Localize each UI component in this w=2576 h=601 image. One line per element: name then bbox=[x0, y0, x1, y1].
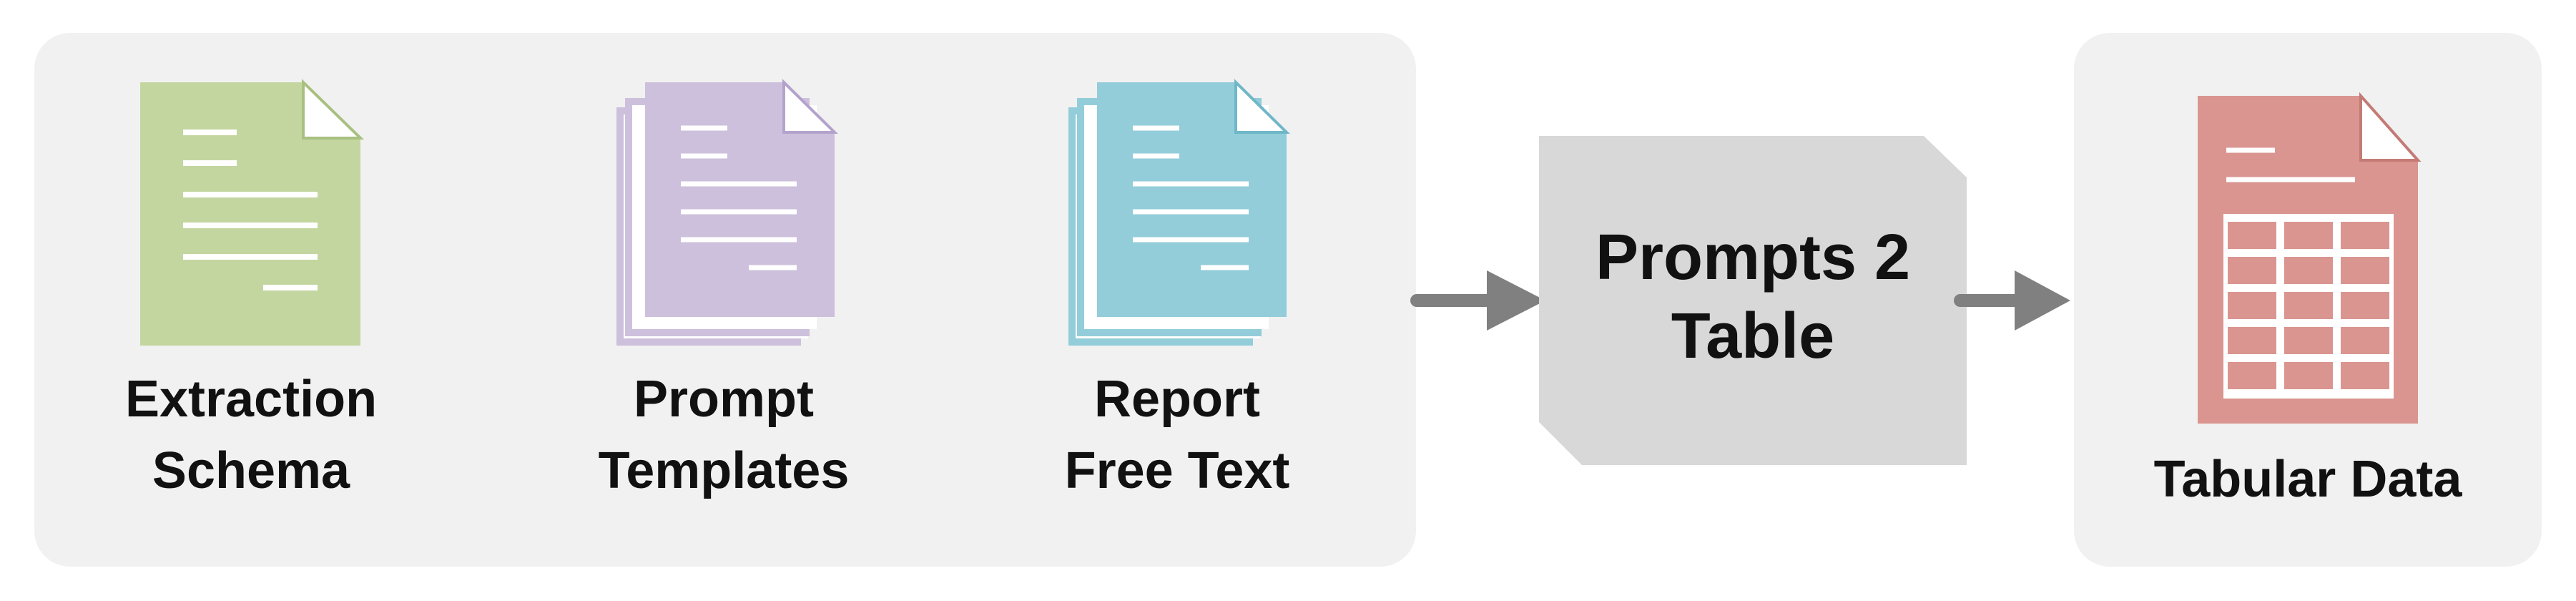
tabular-data-label: Tabular Data bbox=[2074, 444, 2542, 515]
document-fold bbox=[2359, 92, 2422, 162]
prompt-templates-label: Prompt Templates bbox=[545, 363, 903, 507]
extraction-schema-label: Extraction Schema bbox=[72, 363, 430, 507]
tabular-data-text: Tabular Data bbox=[2153, 451, 2462, 508]
document-fold bbox=[302, 79, 364, 140]
arrow-right-icon bbox=[1954, 270, 2070, 331]
extraction-schema-line1: Extraction bbox=[124, 371, 378, 428]
document-fold bbox=[782, 79, 838, 134]
process-line2: Table bbox=[1671, 300, 1835, 372]
prompt-templates-document-stack-icon bbox=[616, 79, 838, 346]
process-line1: Prompts 2 bbox=[1595, 222, 1911, 293]
report-free-text-label: Report Free Text bbox=[998, 363, 1356, 507]
report-free-text-line2: Free Text bbox=[1064, 442, 1290, 499]
prompt-templates-line2: Templates bbox=[598, 442, 850, 499]
document-body bbox=[1097, 82, 1287, 317]
prompt-templates-line1: Prompt bbox=[634, 371, 814, 428]
extraction-schema-line2: Schema bbox=[152, 442, 350, 499]
process-label: Prompts 2 Table bbox=[1539, 218, 1967, 376]
extraction-schema-document-icon bbox=[140, 79, 364, 346]
tabular-data-table-document-icon bbox=[2198, 92, 2422, 424]
report-free-text-line1: Report bbox=[1094, 371, 1260, 428]
arrow-right-icon bbox=[1410, 270, 1545, 331]
document-body bbox=[645, 82, 835, 317]
report-free-text-document-stack-icon bbox=[1068, 79, 1290, 346]
document-body bbox=[140, 82, 360, 346]
document-fold bbox=[1234, 79, 1290, 134]
process-block-shape bbox=[1539, 136, 1967, 465]
